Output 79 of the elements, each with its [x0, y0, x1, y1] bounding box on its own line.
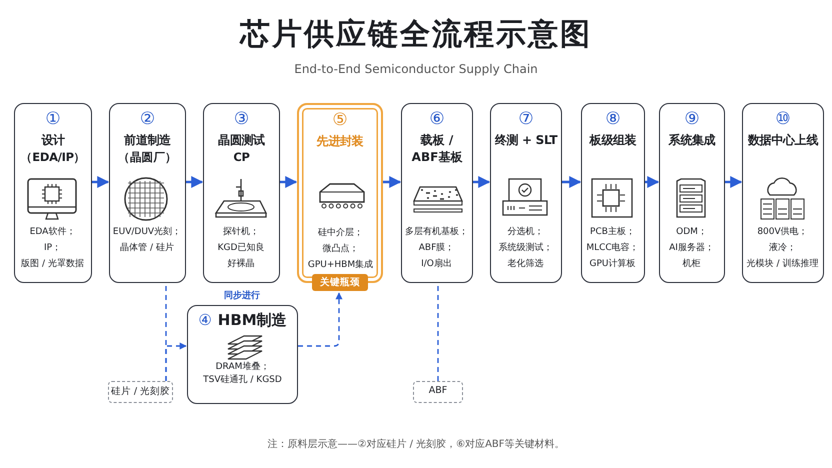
step-subtitle: （晶圆厂）: [118, 149, 177, 166]
item-text: MLCC电容；: [586, 242, 639, 255]
step-number: ⑦: [517, 109, 535, 129]
step-card: [581, 103, 645, 283]
item-text: 光模块 / 训练推理: [746, 258, 818, 271]
material-label: 硅片 / 光刻胶: [110, 385, 172, 398]
item-text: DRAM堆叠；: [216, 361, 270, 374]
arrow: [186, 176, 204, 188]
arrow: [725, 176, 742, 188]
note-label: 同步进行: [223, 289, 261, 302]
item-text: AI服务器；: [669, 242, 714, 255]
item-text: 微凸点；: [322, 242, 358, 256]
item-text: 分选机；: [508, 226, 544, 239]
arrow: [645, 176, 660, 188]
step-title: 晶圆测试: [218, 132, 265, 149]
item-text: 多层有机基板；: [405, 226, 468, 239]
material-box: [413, 381, 463, 403]
title: 芯片供应链全流程示意图: [238, 16, 593, 54]
step-card: [742, 103, 824, 283]
step-number: ⑤: [331, 110, 349, 130]
item-text: ODM；: [676, 226, 707, 239]
item-text: 硅中介层；: [318, 226, 363, 240]
step-title: 板级组装: [590, 132, 636, 149]
step-number: ⑩: [774, 109, 792, 129]
item-text: EDA软件；: [30, 226, 76, 239]
process-box: [187, 305, 298, 404]
arrow: [383, 176, 402, 188]
badge: 关键瓶颈: [312, 274, 368, 291]
step-card: [490, 103, 562, 283]
arrow: [92, 176, 110, 188]
item-text: 液冷；: [769, 242, 796, 255]
step-subtitle: （EDA/IP）: [20, 149, 86, 166]
arrow: [298, 292, 342, 347]
item-text: 800V供电；: [757, 226, 808, 239]
step-number: ③: [232, 109, 250, 129]
arrow: [473, 176, 490, 188]
step-card: [109, 103, 186, 283]
step-number: ⑧: [604, 109, 622, 129]
step-title: 终测 + SLT: [494, 132, 558, 149]
item-text: EUV/DUV光刻；: [112, 226, 182, 239]
step-title: 系统集成: [668, 132, 716, 149]
material-box: [108, 381, 173, 403]
item-text: 老化筛选: [508, 258, 544, 271]
step-title: 前道制造: [124, 132, 171, 149]
connector-line: [437, 283, 439, 381]
step-number: ④: [198, 312, 212, 329]
item-text: GPU+HBM集成: [308, 258, 374, 272]
step-card: [401, 103, 473, 283]
item-text: ABF膜；: [418, 242, 454, 255]
step-card: [203, 103, 280, 283]
step-title: 数据中心上线: [748, 132, 818, 149]
step-number: ①: [44, 109, 62, 129]
item-text: 机柜: [682, 258, 700, 271]
step-subtitle: CP: [233, 149, 250, 166]
arrow: [280, 176, 298, 188]
step-number: ②: [138, 109, 156, 129]
item-text: 版图 / 光罩数据: [21, 258, 84, 271]
item-text: GPU计算板: [590, 258, 636, 271]
step-card: [659, 103, 725, 283]
arrow: [562, 176, 582, 188]
step-title: 设计: [41, 132, 65, 149]
item-text: KGD已知良好裸晶: [216, 242, 266, 271]
item-text: I/O扇出: [421, 258, 452, 271]
step-number: ⑨: [683, 109, 701, 129]
subtitle: End-to-End Semiconductor Supply Chain: [293, 62, 539, 76]
item-text: PCB主板；: [590, 226, 635, 239]
item-text: 系统级测试；: [498, 242, 552, 255]
arrow: [165, 342, 187, 381]
step-title: 载板 / ABF基板: [410, 132, 464, 166]
item-text: 探针机；: [223, 226, 259, 239]
step-card: [14, 103, 92, 283]
item-text: IP；: [44, 242, 62, 255]
caption: 注：原料层示意——②对应硅片 / 光刻胶，⑥对应ABF等关键材料。: [266, 438, 566, 451]
step-title: 先进封装: [316, 133, 364, 150]
step-title: HBM制造: [218, 312, 287, 329]
item-text: 晶体管 / 硅片: [120, 242, 174, 255]
step-number: ⑥: [428, 109, 446, 129]
item-text: TSV硅通孔 / KGSD: [203, 374, 282, 387]
material-label: ABF: [428, 385, 448, 396]
